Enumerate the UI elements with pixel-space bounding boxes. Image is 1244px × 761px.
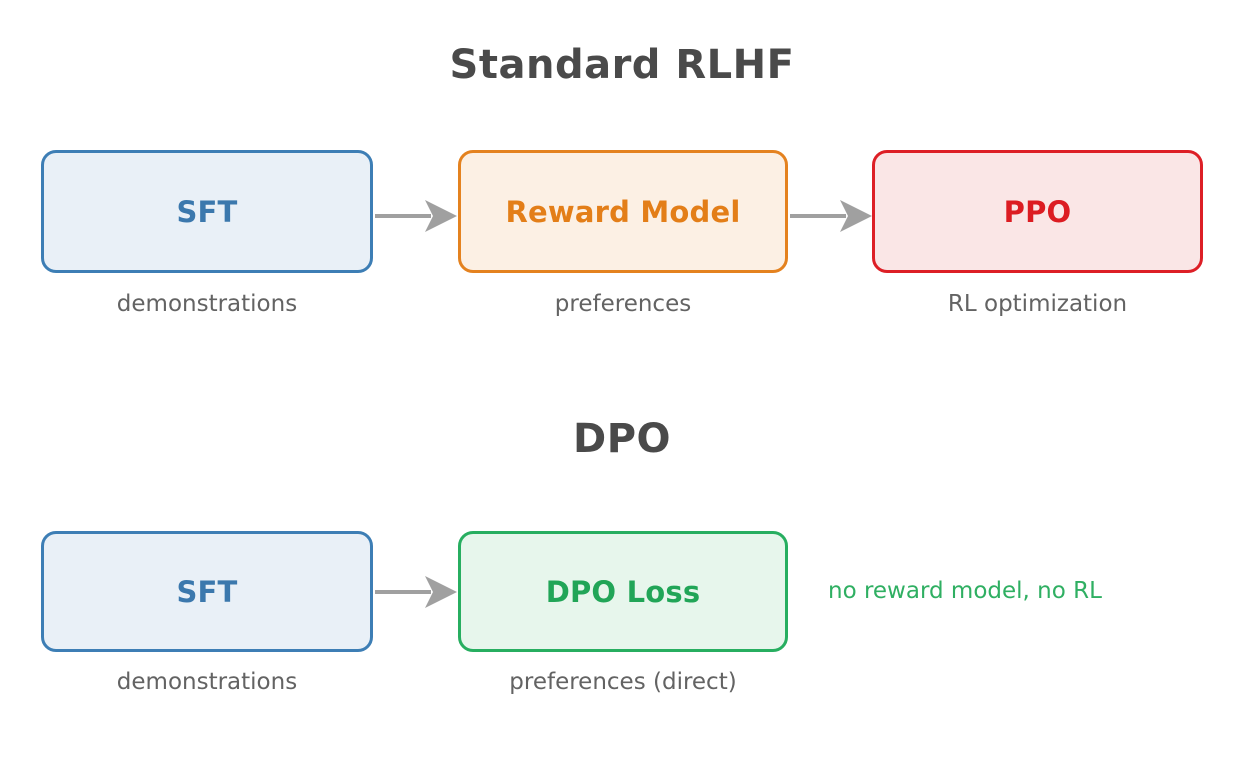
stage-box-ppo[interactable]: PPO (872, 150, 1203, 273)
stage-caption-ppo: RL optimization (947, 291, 1128, 317)
stage-caption-sft-rlhf: demonstrations (116, 291, 298, 317)
section-title-dpo: DPO (572, 416, 672, 462)
stage-label-reward-model: Reward Model (505, 194, 741, 229)
stage-box-reward-model[interactable]: Reward Model (458, 150, 788, 273)
stage-caption-dpo-loss: preferences (direct) (509, 669, 737, 695)
stage-box-sft-dpo[interactable]: SFT (41, 531, 373, 652)
stage-label-sft-rlhf: SFT (176, 194, 238, 229)
arrow-reward-model-to-ppo (790, 200, 872, 232)
stage-box-sft-rlhf[interactable]: SFT (41, 150, 373, 273)
dpo-side-note: no reward model, no RL (828, 578, 1102, 604)
stage-caption-reward-model: preferences (554, 291, 692, 317)
arrow-sft-to-reward-model (375, 200, 457, 232)
arrow-sft-to-dpo-loss (375, 576, 457, 608)
stage-box-dpo-loss[interactable]: DPO Loss (458, 531, 788, 652)
stage-label-dpo-loss: DPO Loss (545, 574, 701, 609)
stage-label-sft-dpo: SFT (176, 574, 238, 609)
stage-label-ppo: PPO (1003, 194, 1072, 229)
section-title-standard-rlhf: Standard RLHF (449, 42, 795, 88)
stage-caption-sft-dpo: demonstrations (116, 669, 298, 695)
